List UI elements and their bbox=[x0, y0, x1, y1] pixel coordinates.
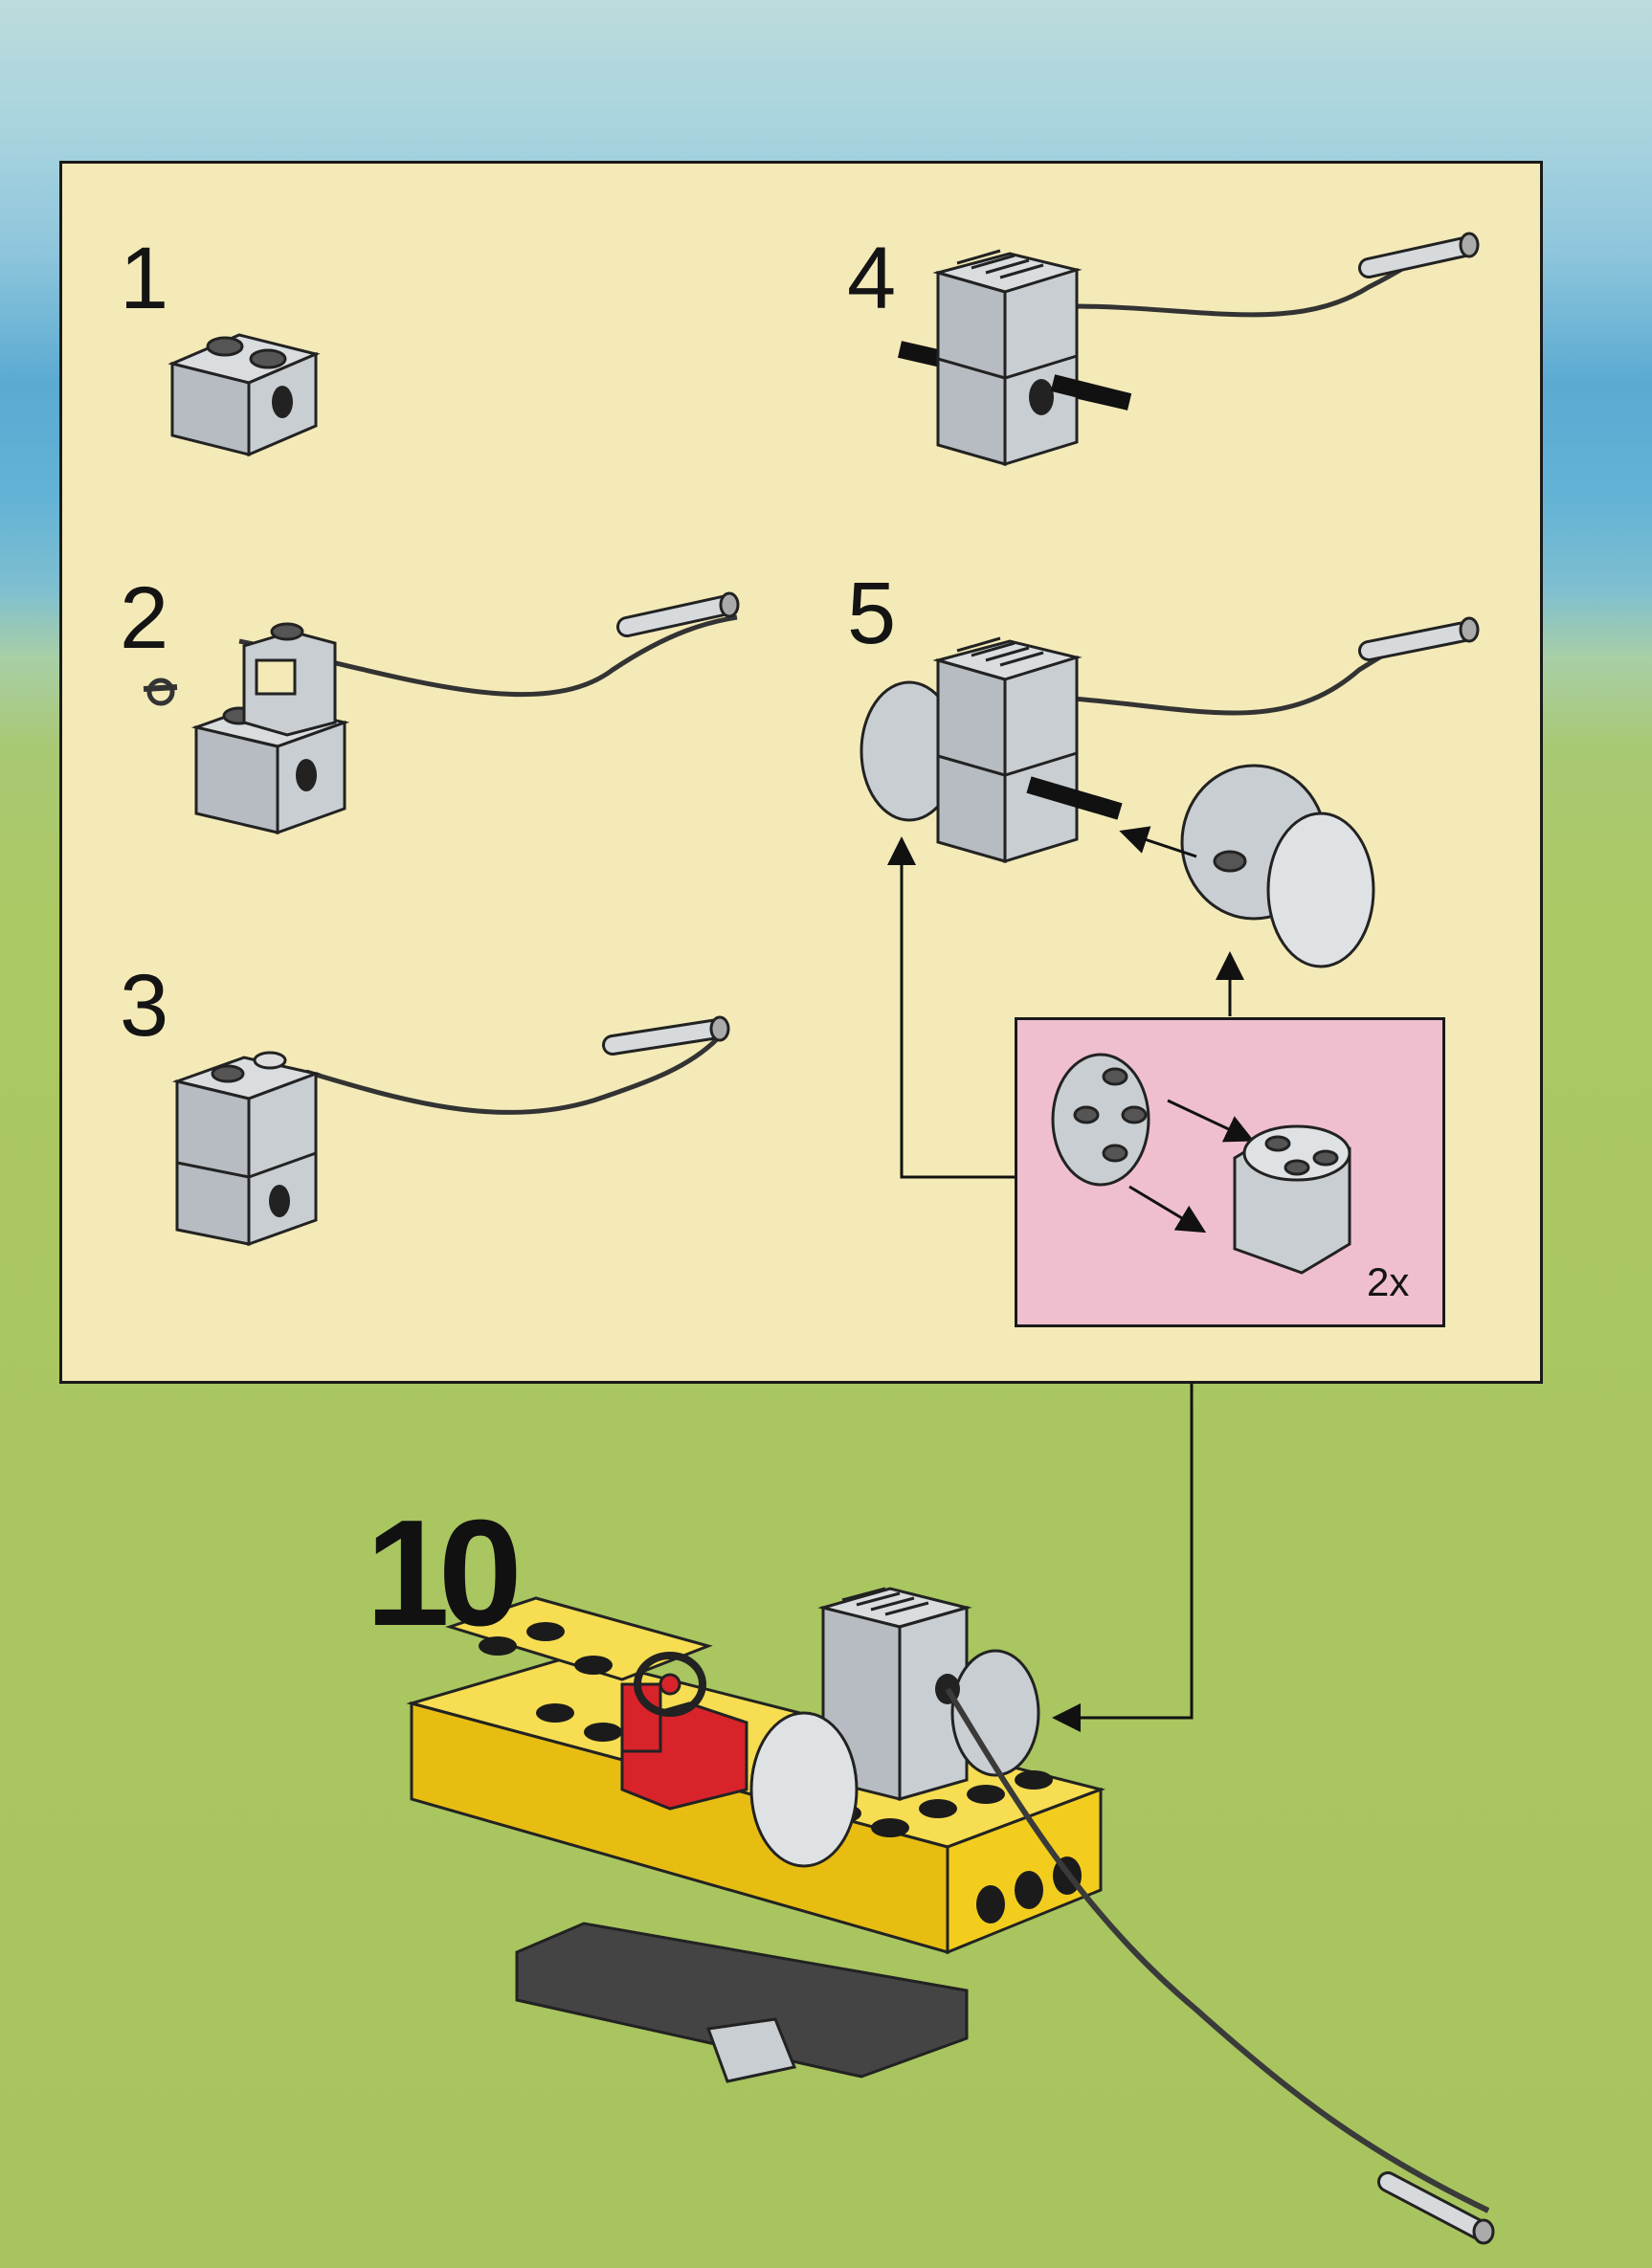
step5-assembly bbox=[859, 616, 1480, 1179]
step2-assembly bbox=[143, 591, 740, 835]
step-number-2: 2 bbox=[120, 569, 169, 667]
step-number-1: 1 bbox=[120, 230, 169, 327]
quantity-label: 2x bbox=[1367, 1259, 1410, 1304]
callout-parts bbox=[1051, 1053, 1351, 1275]
step-number-5: 5 bbox=[847, 565, 897, 662]
step10-vehicle bbox=[406, 1587, 1495, 2245]
step-number-3: 3 bbox=[120, 957, 169, 1055]
step-number-4: 4 bbox=[847, 230, 897, 327]
step4-assembly bbox=[897, 232, 1480, 467]
connector-arrow bbox=[1052, 1384, 1194, 1732]
step3-assembly bbox=[171, 1015, 730, 1247]
step1-brick bbox=[167, 333, 321, 457]
main-step-number: 10 bbox=[366, 1489, 523, 1657]
